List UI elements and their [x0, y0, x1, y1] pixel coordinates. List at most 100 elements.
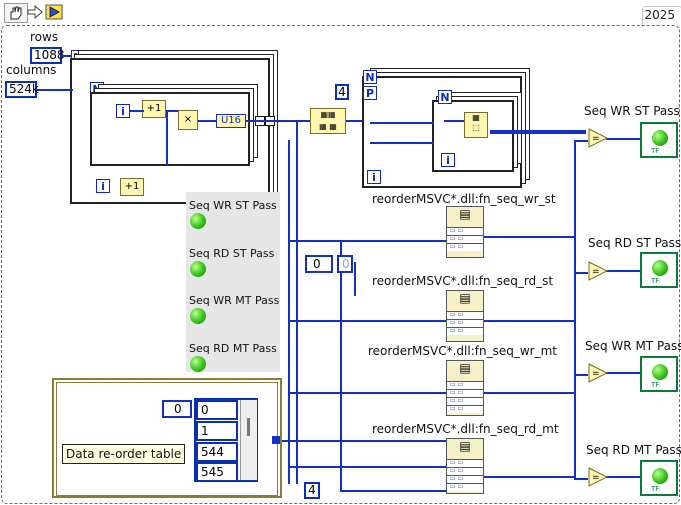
wire [444, 120, 464, 122]
panel-led-label-2: Seq WR MT Pass [189, 294, 280, 307]
dll-call-node-0[interactable]: ▤ ▭ ▭▭ ▭▭ ▭ [446, 206, 484, 258]
table-wire [282, 440, 446, 442]
rows-input[interactable]: 1088 [30, 47, 65, 64]
table-cell[interactable]: 544 [196, 442, 238, 462]
table-index[interactable]: 0 [162, 400, 192, 418]
increment-node-2[interactable]: +1 [120, 178, 144, 196]
run-icon[interactable] [45, 3, 63, 21]
wire [574, 374, 588, 376]
panel-led-1[interactable] [190, 261, 206, 277]
dll-call-node-1[interactable]: ▤ ▭ ▭▭ ▭▭ ▭ [446, 290, 484, 342]
wire [606, 270, 640, 272]
indicator-2[interactable]: TF [640, 356, 678, 392]
wire [290, 392, 446, 394]
wire [354, 262, 356, 296]
wire [166, 110, 168, 166]
table-cell[interactable]: 1 [196, 421, 238, 441]
array-wire [490, 130, 586, 134]
panel-led-label-0: Seq WR ST Pass [189, 199, 277, 212]
wire [296, 120, 298, 484]
svg-text:=: = [592, 134, 600, 144]
wire [574, 478, 588, 480]
fn-label-2: reorderMSVC*.dll:fn_seq_wr_mt [368, 344, 557, 358]
wire [62, 55, 72, 57]
equal-node-0[interactable]: = [588, 128, 609, 148]
table-cell[interactable]: 545 [196, 462, 238, 482]
svg-text:=: = [592, 473, 600, 483]
wire [574, 272, 588, 274]
wire [246, 120, 310, 122]
sequence-frame [1, 25, 680, 504]
indicator-label-1: Seq RD ST Pass [588, 236, 681, 250]
wire [370, 142, 434, 144]
panel-led-label-3: Seq RD MT Pass [189, 342, 277, 355]
increment-node[interactable]: +1 [142, 100, 166, 118]
indicator-0[interactable]: TF [640, 122, 678, 158]
wire [606, 138, 640, 140]
svg-text:=: = [592, 267, 600, 277]
indicator-1[interactable]: TF [640, 252, 678, 288]
fn-label-1: reorderMSVC*.dll:fn_seq_rd_st [372, 274, 554, 288]
wire [574, 140, 588, 142]
equal-node-3[interactable]: = [588, 467, 609, 487]
dll-call-node-3[interactable]: ▤ ▭ ▭▭ ▭▭ ▭▭ ▭ [446, 438, 484, 494]
panel-led-3[interactable] [190, 356, 206, 372]
u16-convert-node[interactable]: U16 [216, 114, 246, 128]
wire [290, 466, 446, 468]
columns-input[interactable]: 524k [5, 81, 39, 98]
wire [166, 110, 178, 112]
thread-inner-n-terminal: N [438, 90, 452, 104]
wire [574, 140, 576, 480]
wire [130, 110, 144, 112]
index-constant[interactable]: 0 [305, 255, 333, 273]
index-value[interactable]: 0 [337, 255, 353, 273]
table-scrollbar[interactable] [240, 400, 257, 480]
wire [290, 320, 446, 322]
fn-label-0: reorderMSVC*.dll:fn_seq_wr_st [372, 192, 556, 206]
wire [346, 120, 362, 122]
indicator-label-0: Seq WR ST Pass [584, 104, 680, 118]
wire [484, 392, 576, 394]
wire [606, 476, 640, 478]
indicator-label-2: Seq WR MT Pass [585, 339, 681, 353]
wire [370, 122, 434, 124]
hand-icon[interactable] [4, 3, 28, 23]
outer-i-terminal: i [96, 179, 110, 193]
wire [606, 372, 640, 374]
inner-i-terminal: i [116, 104, 130, 118]
lanes-constant[interactable]: 4 [304, 482, 320, 499]
wire [288, 140, 290, 484]
thread-i-terminal: i [367, 170, 381, 184]
indicator-3[interactable]: TF [640, 460, 678, 496]
equal-node-2[interactable]: = [588, 363, 609, 383]
wire [484, 320, 576, 322]
equal-node-1[interactable]: = [588, 261, 609, 281]
wire [340, 240, 342, 490]
rows-label: rows [30, 30, 59, 44]
wire [198, 120, 216, 122]
toolbar: 2025 [0, 0, 681, 27]
indicator-label-3: Seq RD MT Pass [586, 443, 681, 457]
table-output-terminal [272, 436, 280, 444]
multiply-node[interactable]: × [178, 110, 198, 130]
reshape-array-node[interactable]: ▦▦▦ ▦ [310, 108, 346, 134]
thread-p-terminal: P [363, 86, 377, 100]
thread-count-constant[interactable]: 4 [335, 84, 349, 100]
panel-led-0[interactable] [190, 213, 206, 229]
arrow-icon[interactable] [26, 3, 44, 21]
wire [37, 89, 73, 91]
wire [340, 490, 446, 492]
thread-n-terminal: N [363, 70, 377, 84]
table-cell[interactable]: 0 [196, 400, 238, 420]
panel-led-label-1: Seq RD ST Pass [189, 247, 275, 260]
thread-inner-i-terminal: i [441, 153, 455, 167]
table-label: Data re-order table [62, 444, 186, 464]
inner-for-loop[interactable] [90, 92, 250, 166]
panel-led-2[interactable] [190, 308, 206, 324]
columns-label: columns [6, 63, 57, 77]
frame-tab[interactable] [642, 6, 681, 27]
wire [484, 236, 576, 238]
array-subset-node[interactable]: ▦⬚ [464, 112, 488, 138]
dll-call-node-2[interactable]: ▤ ▭ ▭▭ ▭▭ ▭▭ ▭ [446, 360, 484, 416]
wire [290, 240, 446, 242]
